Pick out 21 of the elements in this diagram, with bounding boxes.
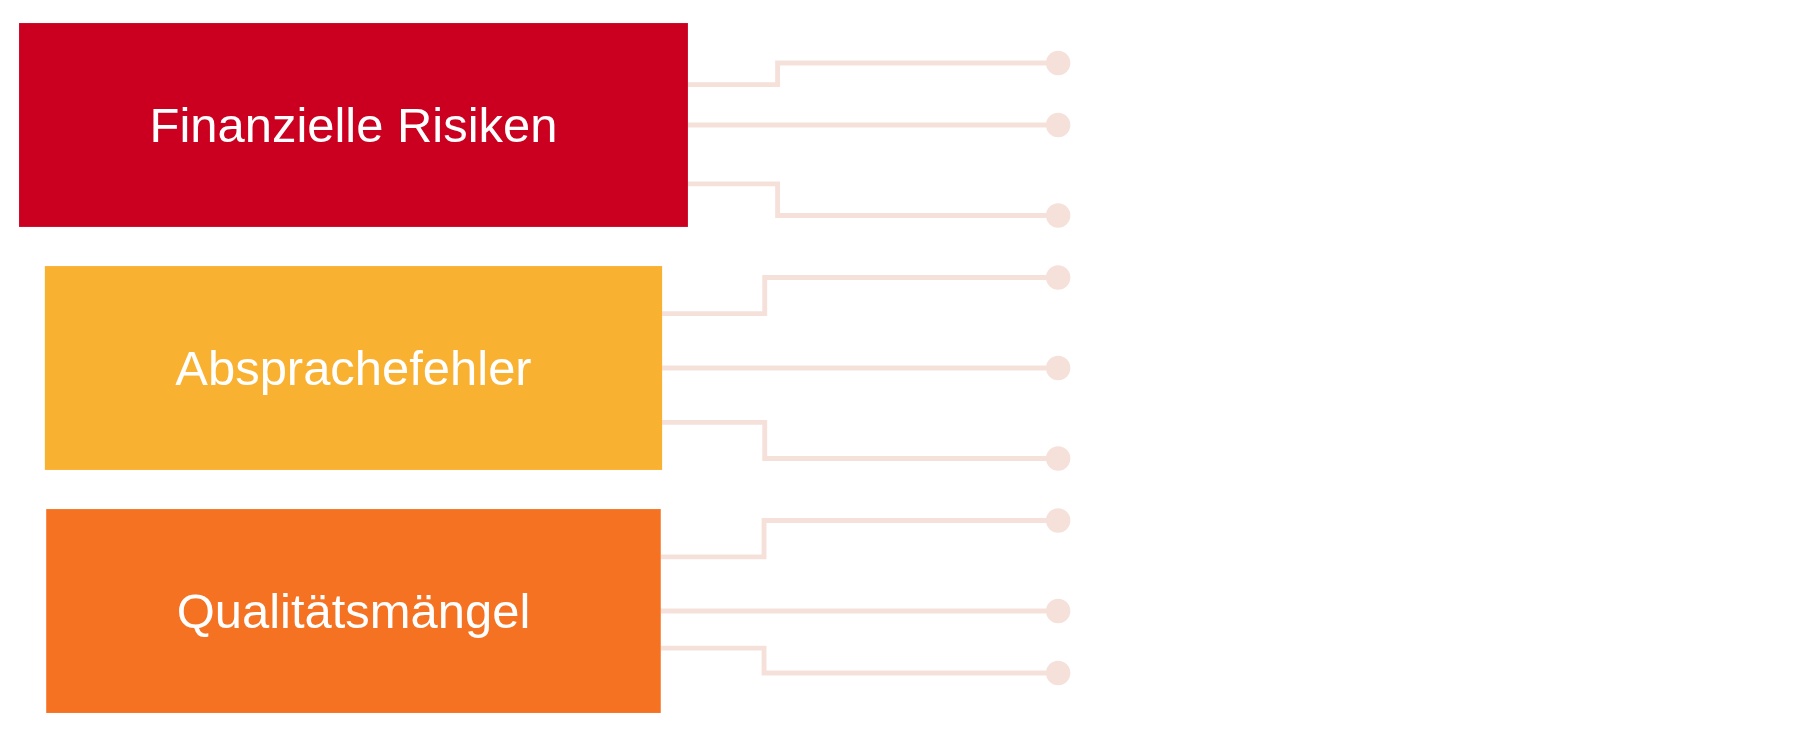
category-box: Finanzielle Risiken	[19, 23, 688, 227]
end-dot	[1045, 598, 1071, 624]
end-dot	[1045, 203, 1071, 228]
connector-line	[687, 122, 1047, 128]
connector-line	[687, 60, 1047, 88]
end-dot	[1045, 50, 1071, 76]
category-box: Qualitätsmängel	[46, 509, 661, 713]
connector-line	[660, 518, 1047, 560]
connector-line	[687, 181, 1047, 218]
connector-line	[662, 275, 1047, 317]
end-dot	[1045, 660, 1071, 686]
connector-line	[662, 365, 1047, 371]
end-dot	[1045, 508, 1071, 533]
connector-line	[660, 645, 1047, 676]
end-dot	[1045, 355, 1071, 381]
end-dot	[1045, 446, 1071, 471]
end-dot	[1045, 112, 1071, 138]
end-dot	[1045, 265, 1071, 290]
connector-line	[662, 419, 1047, 461]
connector-line	[660, 608, 1047, 614]
category-box: Absprachefehler	[44, 266, 663, 470]
